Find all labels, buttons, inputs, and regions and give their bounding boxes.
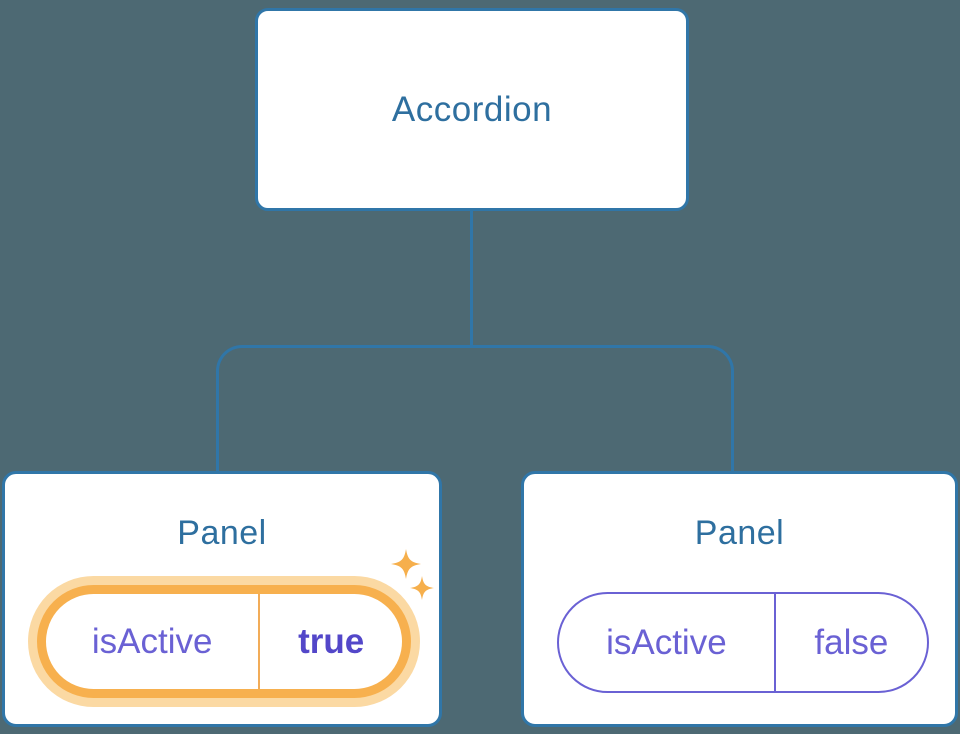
accordion-node: Accordion [255, 8, 689, 211]
panel-node-inactive: Panel isActive false [521, 471, 958, 727]
accordion-node-label: Accordion [391, 89, 553, 129]
state-pill-inactive: isActive false [557, 592, 929, 693]
connector-stem [470, 210, 473, 347]
state-value-label: true [298, 621, 365, 661]
state-key-label: isActive [559, 594, 776, 691]
connector-branches [216, 345, 734, 472]
state-pill-active: isActive true [37, 585, 411, 698]
state-value-label: false [814, 622, 889, 662]
panel-node-active: Panel isActive true [2, 471, 442, 727]
panel-title: Panel [694, 514, 785, 552]
panel-title: Panel [177, 514, 267, 552]
state-key-label: isActive [46, 594, 261, 689]
sparkles-icon [391, 549, 434, 600]
